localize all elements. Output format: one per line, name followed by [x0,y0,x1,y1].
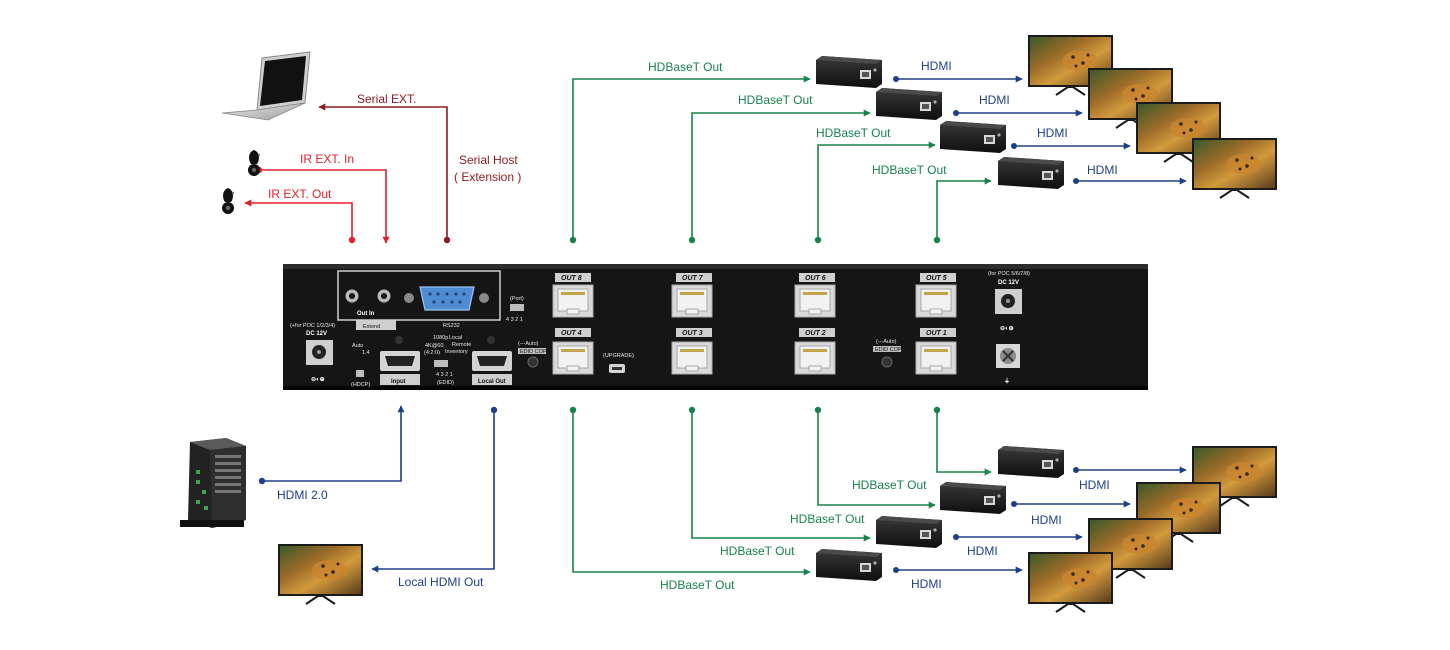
polarity-right-icon: ⊖◐⊕ [1000,326,1014,332]
rs232-label: RS232 [443,323,460,329]
monitor-icon-8 [1027,551,1114,613]
sw-auto-label: Auto [352,343,363,349]
hdmi-label-4: HDMI [1087,163,1118,177]
hdbaset-receiver-4 [816,549,882,581]
hdmi-label-8: HDMI [911,577,942,591]
ground-icon: ⏚ [1004,378,1010,385]
upgrade-label: (UPGRADE) [603,353,634,359]
local-out-label: Local Out [478,379,506,385]
rj45-out1-port[interactable] [915,341,957,375]
hdmi-label-1: HDMI [921,59,952,73]
serial-ext-label: Serial EXT. [357,92,416,106]
edid-copy-right-label: EDID COPY [875,347,906,353]
sw-14-label: 1.4 [362,350,370,356]
auto-left-label: (---Auto) [518,341,539,347]
rj45-out2-port[interactable] [794,341,836,375]
out1-label: OUT 1 [926,330,947,337]
rj45-out7-port[interactable] [671,284,713,318]
poc-note-left: (+for POC 1/2/3/4) [290,323,335,329]
dc-12v-left-label: DC 12V [306,331,327,337]
mode-1080-label: 1080p [433,335,448,341]
serial-ext-line [318,103,448,240]
poc-note-right: (for POC 5/6/7/8) [988,271,1030,277]
hdbaset-receiver-1 [998,446,1064,478]
ir-receiver-icon [248,150,261,176]
hdbaset-receiver-6 [940,121,1006,153]
ir-ext-out-label: IR EXT. Out [268,187,332,201]
hdbaset-receiver-7 [876,88,942,120]
out8-label: OUT 8 [561,275,582,282]
laptop-icon [221,51,311,121]
hdbaset-receiver-3 [876,516,942,548]
sw-local-label: Local [449,335,462,341]
edid-copy-left-label: EDID COPY [520,349,551,355]
rj45-out3-port[interactable] [671,341,713,375]
local-monitor-icon [277,543,364,605]
hdbaset-out-label-1: HDBaseT Out [852,478,927,492]
ir-out-line [244,199,353,240]
out6-label: OUT 6 [805,275,826,282]
hdmi-label-3: HDMI [1037,126,1068,140]
rs232-db9-port[interactable] [419,286,475,311]
hdmi-label-2: HDMI [979,93,1010,107]
hdbaset-out-label-6: HDBaseT Out [816,126,891,140]
extend-label: Extend [363,324,380,330]
edid-label: (EDID) [437,380,454,386]
hdmi-label-7: HDMI [967,544,998,558]
auto-right-label: (---Auto) [876,339,897,345]
out5-label: OUT 5 [926,275,947,282]
serial-host-label: Serial Host [459,153,518,167]
rj45-out8-port[interactable] [552,284,594,318]
hdcp-label: (HDCP) [351,382,370,388]
hdbaset-lines-bottom [572,410,992,576]
out7-label: OUT 7 [682,275,704,282]
out4-label: OUT 4 [561,330,582,337]
hdmi-input-line [262,405,405,482]
input-label: Input [391,379,406,385]
ir-ext-in-label: IR EXT. In [300,152,354,166]
port-numbers: 4 3 2 1 [506,317,523,323]
port-note: (Port) [510,296,524,302]
out-in-label: Out In [357,311,375,317]
sw-inventory-label: Inventory [445,349,468,355]
rj45-out6-port[interactable] [794,284,836,318]
rj45-out5-port[interactable] [915,284,957,318]
dc-12v-right-label: DC 12V [998,280,1019,286]
hdbaset-out-label-3: HDBaseT Out [720,544,795,558]
mode-4k-label: 4K@60 [425,343,443,349]
ir-in-line [259,169,390,244]
server-tower-icon [180,438,246,528]
serial-host-extension-label: ( Extension ) [454,170,521,184]
out2-label: OUT 2 [805,330,826,337]
hdbaset-out-label-8: HDBaseT Out [648,60,723,74]
mode-420-label: (4:2:0) [424,350,440,356]
local-hdmi-out-line [371,410,495,573]
local-hdmi-out-label: Local HDMI Out [398,575,484,589]
hdbaset-receiver-5 [998,157,1064,189]
hdmi-lines [896,75,1187,574]
out3-label: OUT 3 [682,330,703,337]
hdbaset-receiver-2 [940,482,1006,514]
hdbaset-out-label-2: HDBaseT Out [790,512,865,526]
hdmi-label-5: HDMI [1079,478,1110,492]
ir-emitter-icon [222,188,235,214]
hdbaset-out-label-4: HDBaseT Out [660,578,735,592]
hdbaset-out-label-7: HDBaseT Out [738,93,813,107]
sw-remote-label: Remote [452,342,471,348]
hdbaset-out-label-5: HDBaseT Out [872,163,947,177]
edid-copy-right-button[interactable] [881,356,893,368]
hdbaset-receiver-8 [816,56,882,88]
edid-copy-left-button[interactable] [527,356,539,368]
matrix-switch-chassis: (+for POC 1/2/3/4) DC 12V ⊖◐⊕ Out In Ext… [283,264,1148,390]
polarity-left-icon: ⊖◐⊕ [311,377,325,383]
hdmi-20-label: HDMI 2.0 [277,488,328,502]
rj45-out4-port[interactable] [552,341,594,375]
monitor-icon-4 [1191,137,1278,199]
hdbaset-lines-top [572,75,992,240]
hdmi-label-6: HDMI [1031,513,1062,527]
hdbaset-ports: OUT 8 OUT 7 OUT 6 OUT 5 OUT 4 OUT 3 OUT … [552,273,957,375]
dip-numbers: 4 3 2 1 [436,372,453,378]
